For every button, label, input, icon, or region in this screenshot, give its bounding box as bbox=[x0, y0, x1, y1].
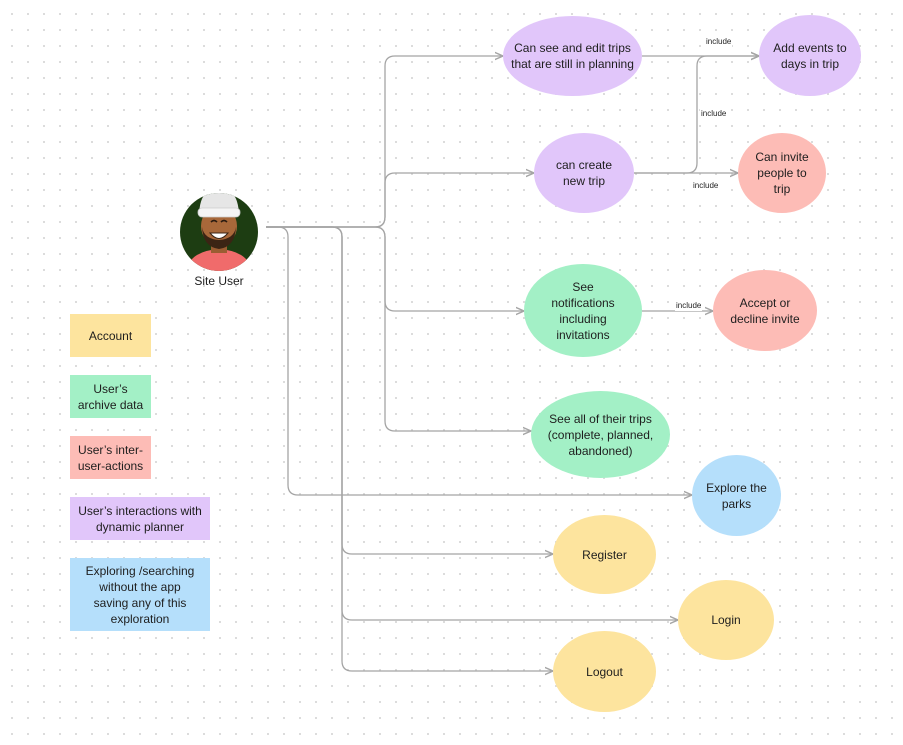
legend-account-label: Account bbox=[88, 328, 133, 343]
legend-archive-label: User’s archive data bbox=[77, 381, 144, 412]
edge-label-include: include bbox=[705, 37, 733, 47]
use-case-login: Login bbox=[678, 580, 774, 660]
legend-inter-user-label: User’s inter-user-actions bbox=[77, 442, 144, 473]
legend-inter-user: User’s inter-user-actions bbox=[70, 436, 151, 479]
use-case-accept-decline: Accept or decline invite bbox=[713, 270, 817, 351]
use-case-logout-label: Logout bbox=[586, 664, 623, 679]
legend-archive: User’s archive data bbox=[70, 375, 151, 418]
edge-user-create-trip bbox=[266, 173, 534, 228]
actor-label: Site User bbox=[194, 274, 244, 288]
use-case-notifications: See notifications including invitations bbox=[524, 264, 642, 357]
edge-user-notifications bbox=[266, 226, 524, 311]
edge-user-register bbox=[266, 226, 553, 554]
use-case-register: Register bbox=[553, 515, 656, 594]
edge-label-include: include bbox=[675, 301, 703, 311]
use-case-all-trips: See all of their trips (complete, planne… bbox=[531, 391, 670, 478]
edge-label-include: include bbox=[692, 181, 720, 191]
legend-exploring-label: Exploring /searching without the app sav… bbox=[85, 563, 195, 626]
legend-planner: User’s interactions with dynamic planner bbox=[70, 497, 210, 540]
use-case-all-trips-label: See all of their trips (complete, planne… bbox=[547, 411, 654, 458]
use-case-notifications-label: See notifications including invitations bbox=[551, 279, 615, 342]
legend-exploring: Exploring /searching without the app sav… bbox=[70, 558, 210, 631]
edge-create-events bbox=[634, 56, 759, 174]
use-case-create-trip-label: can create new trip bbox=[555, 158, 613, 188]
edge-user-logout bbox=[266, 226, 553, 671]
edge-label-include: include bbox=[700, 109, 728, 119]
use-case-explore-parks: Explore the parks bbox=[692, 455, 781, 536]
edge-user-all-trips bbox=[266, 226, 531, 431]
use-case-logout: Logout bbox=[553, 631, 656, 712]
use-case-accept-decline-label: Accept or decline invite bbox=[730, 295, 800, 326]
use-case-create-trip: can create new trip bbox=[534, 133, 634, 213]
user-avatar-icon bbox=[180, 193, 258, 271]
use-case-register-label: Register bbox=[582, 547, 627, 562]
use-case-explore-parks-label: Explore the parks bbox=[706, 480, 767, 511]
use-case-login-label: Login bbox=[711, 613, 741, 627]
use-case-edit-trips: Can see and edit trips that are still in… bbox=[503, 16, 642, 96]
use-case-invite-people: Can invite people to trip bbox=[738, 133, 826, 213]
use-case-invite-people-label: Can invite people to trip bbox=[755, 150, 809, 196]
use-case-add-events-label: Add events to days in trip bbox=[773, 40, 847, 71]
legend-account: Account bbox=[70, 314, 151, 357]
use-case-add-events: Add events to days in trip bbox=[759, 15, 861, 96]
use-case-edit-trips-label: Can see and edit trips that are still in… bbox=[511, 41, 634, 71]
legend-planner-label: User’s interactions with dynamic planner bbox=[78, 503, 202, 534]
